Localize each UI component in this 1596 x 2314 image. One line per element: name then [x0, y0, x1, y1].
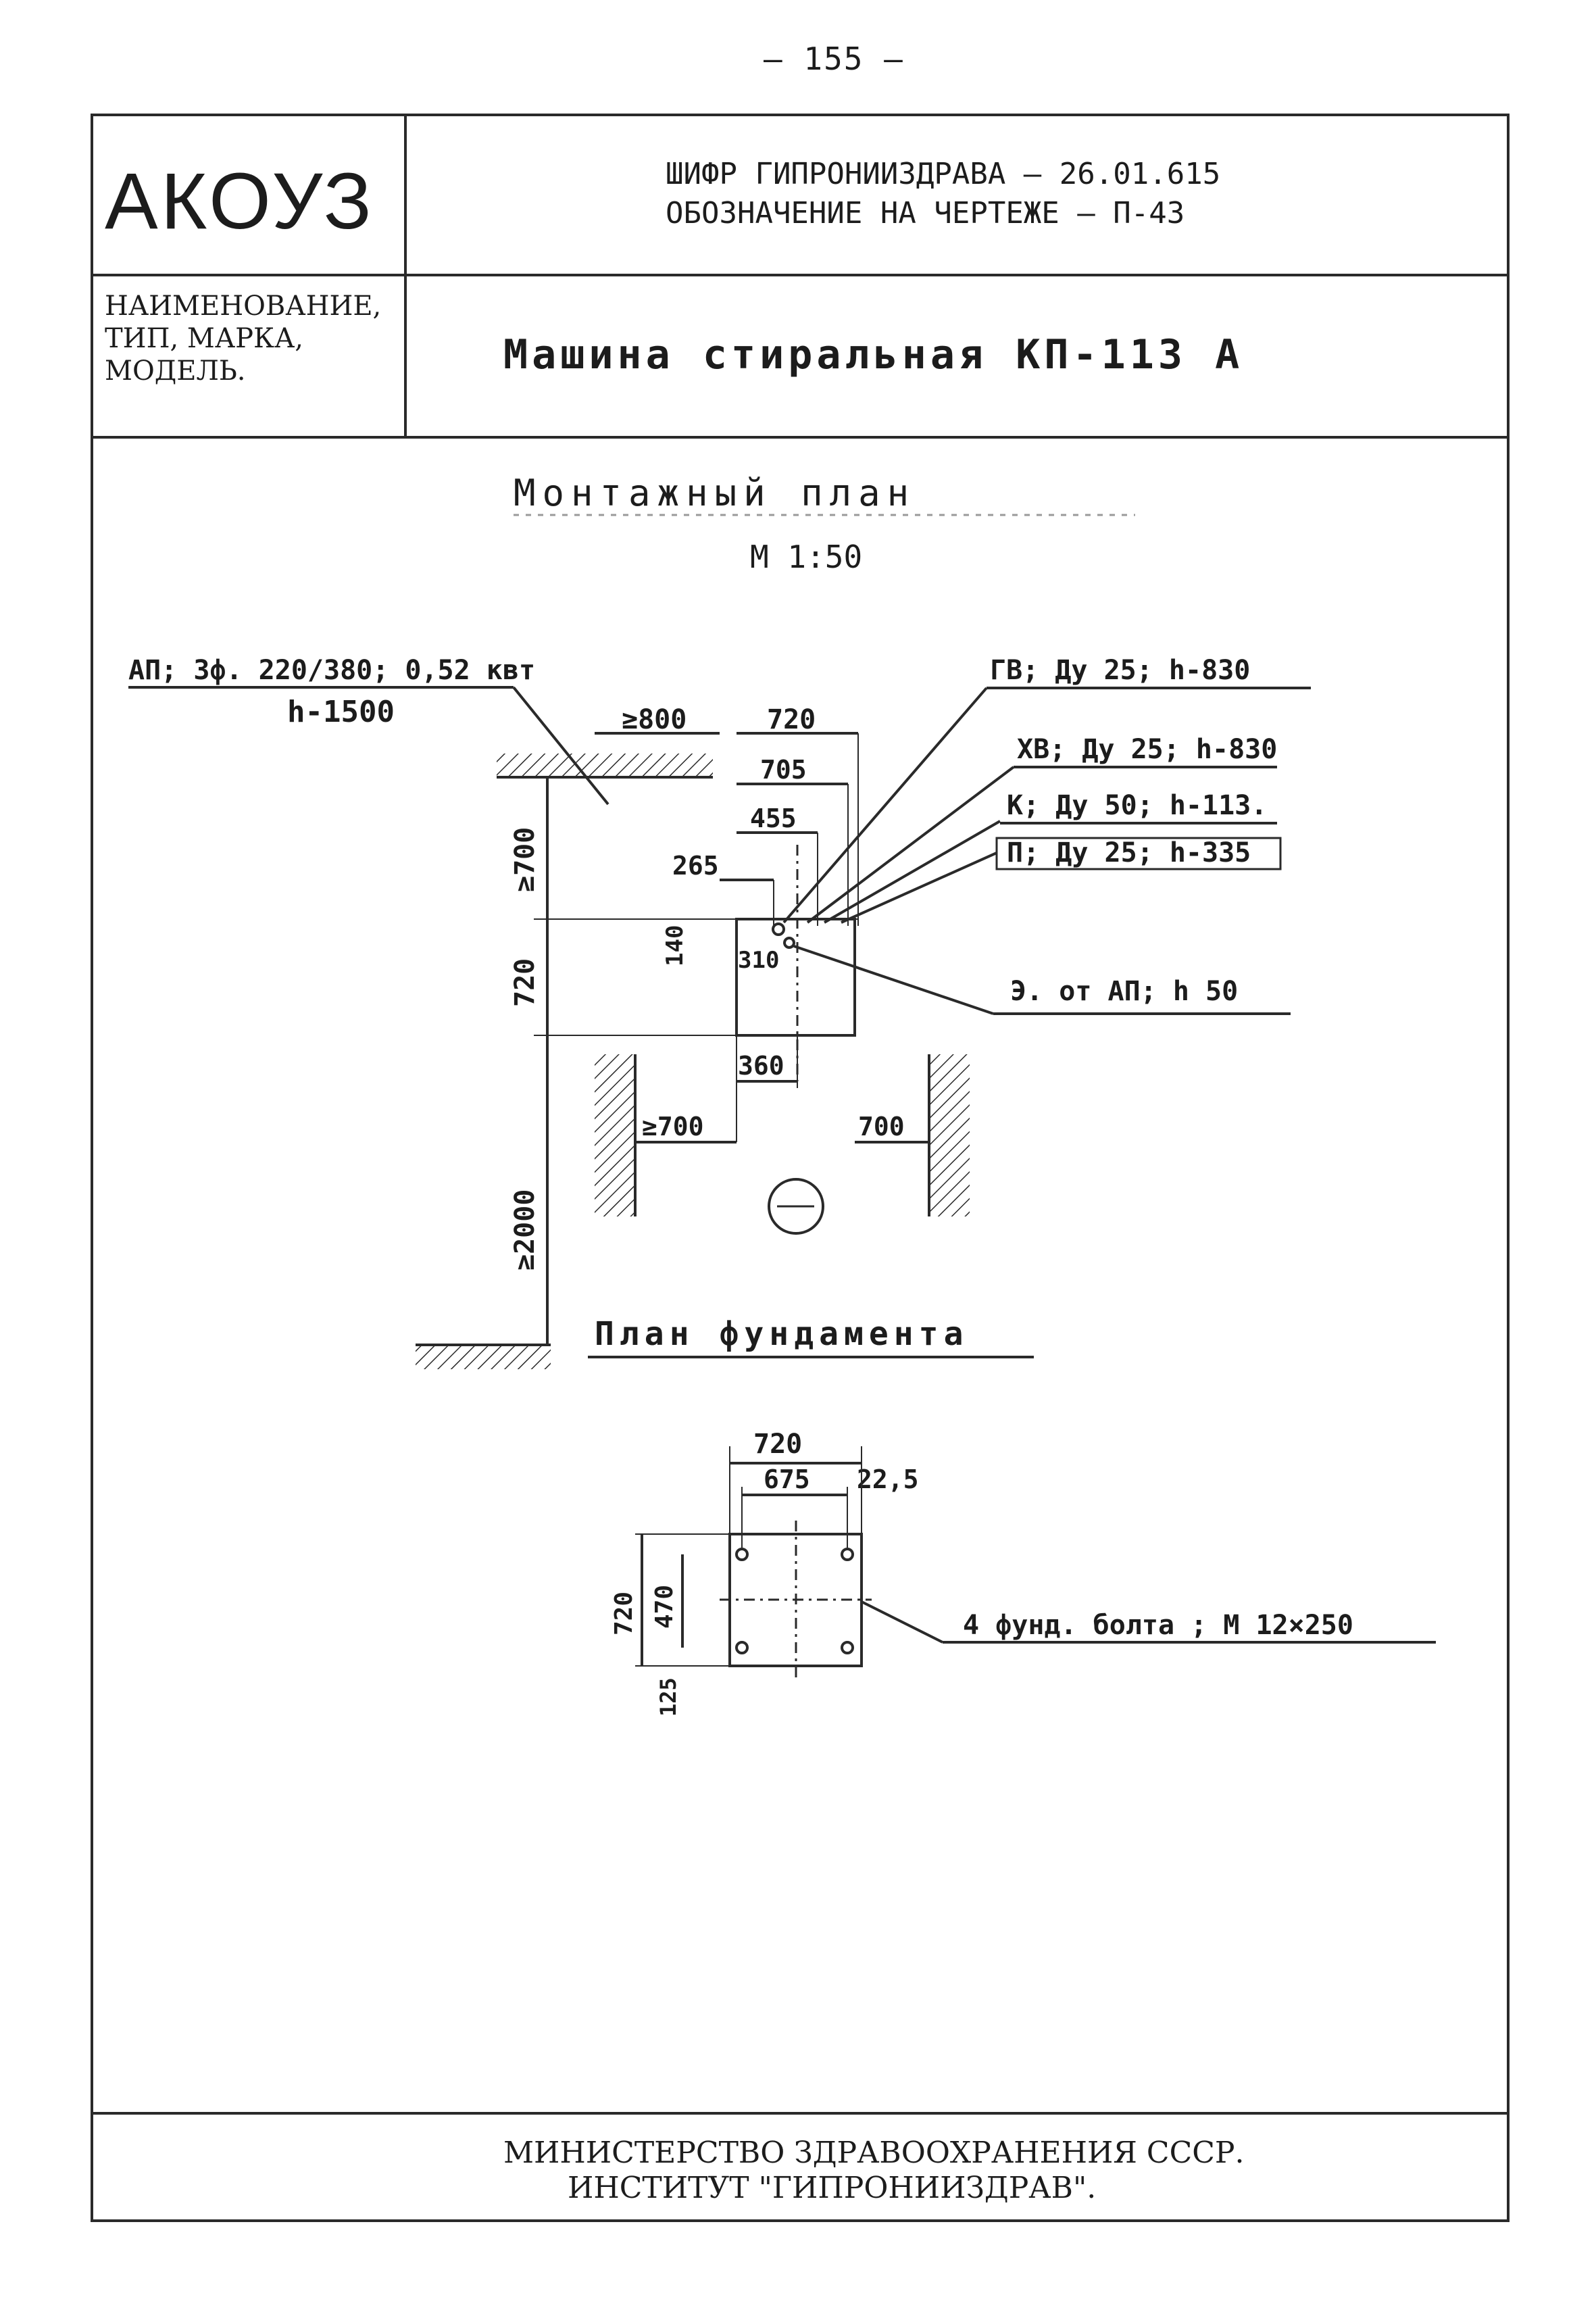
- bolts-leader: [861, 1600, 943, 1644]
- name-label-line-1: НАИМЕНОВАНИЕ,: [105, 291, 382, 322]
- footer-ministry: МИНИСТЕРСТВО ЗДРАВООХРАНЕНИЯ СССР.: [503, 2136, 1245, 2170]
- dim-ge700-left: ≥700: [509, 827, 541, 892]
- wall-hatch-left: [595, 1054, 635, 1216]
- anchor-bolt-1: [735, 1548, 749, 1561]
- title-block-divider-2: [91, 436, 1510, 439]
- wall-hatch-bottom: [416, 1345, 551, 1369]
- scale-label: М 1:50: [750, 539, 862, 575]
- ap-leader: [512, 686, 609, 806]
- wall-hatch-right: [929, 1054, 970, 1216]
- gv-leader: [782, 687, 988, 924]
- footer-divider: [91, 2112, 1510, 2115]
- k-label: К; Ду 50; h-113.: [1007, 790, 1267, 821]
- ap-height-label: h-1500: [287, 695, 395, 729]
- f-dim-720: 720: [753, 1429, 802, 1460]
- gv-label: ГВ; Ду 25; h-830: [990, 655, 1250, 686]
- dim-ge800: ≥800: [622, 704, 687, 735]
- anchor-bolt-3: [735, 1641, 749, 1654]
- machine-outline: [735, 918, 856, 1037]
- f-dim-675: 675: [764, 1464, 810, 1494]
- designation-line: ОБОЗНАЧЕНИЕ НА ЧЕРТЕЖЕ – П-43: [666, 196, 1185, 230]
- page-number: – 155 –: [764, 41, 904, 77]
- p-label: П; Ду 25; h-335: [1007, 837, 1251, 868]
- dim-360: 360: [738, 1051, 784, 1081]
- footer-institute: ИНСТИТУТ "ГИПРОНИИЗДРАВ".: [568, 2171, 1097, 2205]
- dim-140: 140: [662, 925, 689, 966]
- floor-drain: [768, 1178, 824, 1235]
- title-block-vertical: [404, 114, 407, 437]
- hv-leader: [806, 766, 1015, 924]
- connection-point-k: [772, 922, 785, 936]
- p-leader: [841, 852, 997, 924]
- dim-700-right: 700: [858, 1112, 905, 1141]
- document-code: АКОУЗ: [105, 157, 374, 246]
- dim-ge2000: ≥2000: [509, 1189, 541, 1271]
- dim-ge700-mid: ≥700: [642, 1112, 704, 1141]
- dim-720-left: 720: [509, 958, 541, 1007]
- equipment-name: Машина стиральная КП-113 А: [503, 331, 1244, 378]
- title-block-divider-1: [91, 274, 1510, 276]
- dim-265: 265: [672, 851, 719, 881]
- f-dim-22-5: 22,5: [857, 1464, 919, 1494]
- ap-label: АП; 3ф. 220/380; 0,52 квт: [128, 655, 535, 686]
- bolts-label: 4 фунд. болта ; М 12×250: [963, 1610, 1353, 1641]
- p-label-box: [995, 837, 1282, 870]
- e-leader: [793, 945, 994, 1015]
- cipher-line: ШИФР ГИПРОНИИЗДРАВА – 26.01.615: [666, 157, 1221, 191]
- f-dim-470: 470: [651, 1585, 678, 1629]
- dim-705: 705: [760, 755, 807, 785]
- section-title: Монтажный план: [514, 472, 916, 514]
- wall-hatch-top: [497, 754, 713, 778]
- name-label-line-2: ТИП, МАРКА,: [105, 323, 304, 354]
- anchor-bolt-2: [841, 1548, 854, 1561]
- connection-point-e: [783, 937, 795, 949]
- anchor-bolt-4: [841, 1641, 854, 1654]
- k-leader: [824, 820, 1001, 924]
- drawing-sheet-frame: [91, 114, 1510, 2222]
- dim-455: 455: [750, 804, 797, 833]
- dim-720-top: 720: [767, 704, 816, 735]
- foundation-plan-title: План фундамента: [595, 1315, 968, 1353]
- e-label: Э. от АП; h 50: [1010, 976, 1238, 1007]
- f-dim-125: 125: [655, 1677, 681, 1717]
- dim-310: 310: [738, 947, 779, 974]
- name-label-line-3: МОДЕЛЬ.: [105, 355, 246, 387]
- f-dim-720-v: 720: [610, 1592, 638, 1635]
- hv-label: ХВ; Ду 25; h-830: [1017, 734, 1277, 765]
